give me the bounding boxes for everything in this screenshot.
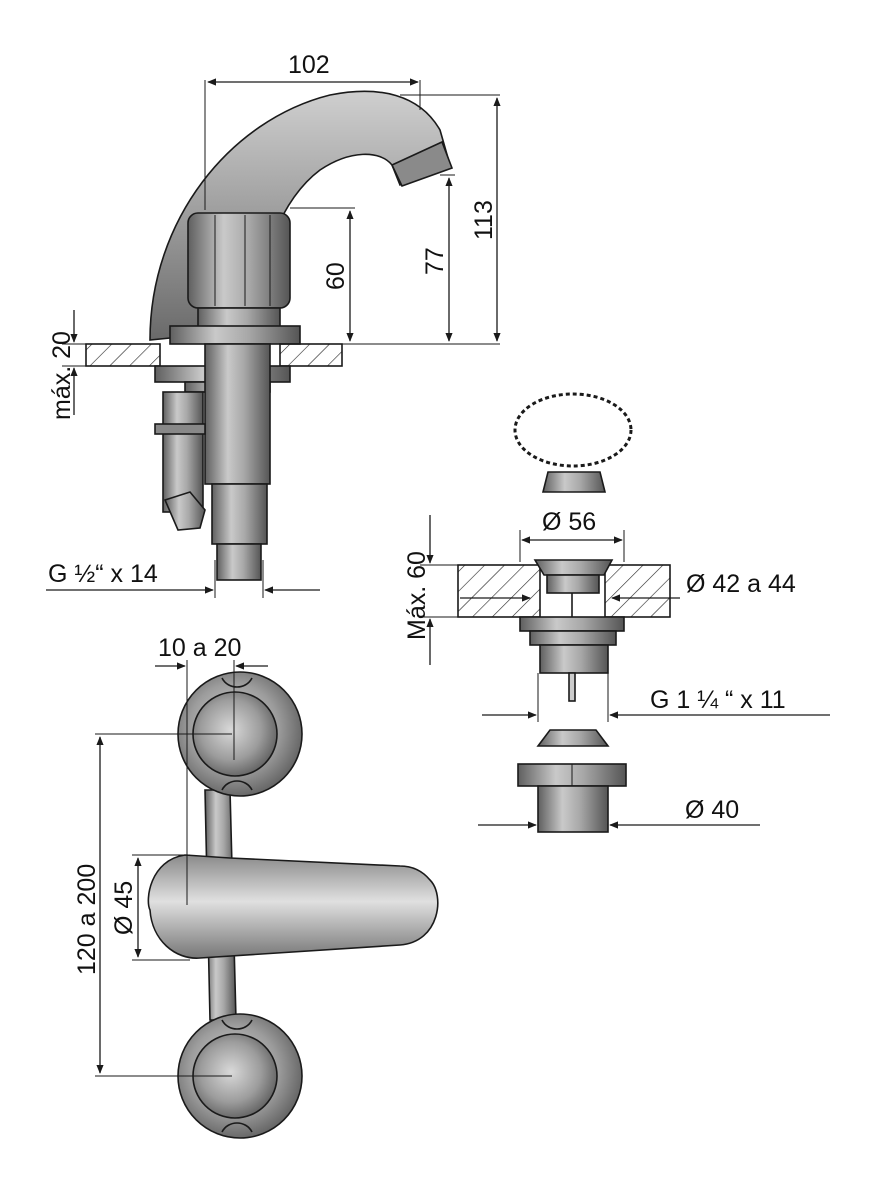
label-thread-1-1-4: G 1 ¼ “ x 11	[650, 686, 786, 714]
drain-washer	[529, 630, 617, 646]
drain-dimensions: Ø 56 Máx. 60 Ø 42 a 44 G 1 ¼ “ x 11 Ø 40	[403, 508, 830, 829]
top-view-dimensions: 10 a 20 120 a 200 Ø 45	[73, 634, 268, 1077]
shank-lower	[211, 483, 268, 545]
lever-handle	[147, 854, 439, 959]
countertop-right	[279, 343, 343, 367]
shank	[204, 343, 271, 485]
label-thread-half: G ½“ x 14	[48, 560, 158, 588]
drain-assembly	[457, 392, 671, 833]
conical-washer	[536, 729, 610, 747]
drain-flange	[533, 559, 614, 576]
drain-nut	[519, 616, 625, 632]
side-clamp	[154, 423, 206, 435]
drain-thread	[539, 644, 609, 674]
faucet-side-view	[85, 90, 454, 581]
label-10-a-20: 10 a 20	[158, 634, 241, 662]
base-flange	[169, 325, 301, 345]
label-77: 77	[421, 247, 449, 275]
basin-section-left	[457, 564, 541, 618]
label-120-a-200: 120 a 200	[73, 864, 101, 975]
label-max-60: Máx. 60	[403, 551, 431, 640]
drain-rod	[568, 672, 576, 702]
side-view-dimensions: 102 113 77 60 máx. 20 G ½“ x 14	[46, 51, 501, 598]
faucet-top-view	[147, 671, 439, 1139]
label-60: 60	[322, 262, 350, 290]
elbow-fitting	[163, 491, 206, 531]
side-pipe	[162, 391, 204, 513]
drain-cup	[546, 574, 600, 594]
label-max-20: máx. 20	[48, 331, 76, 420]
label-dia-42-a-44: Ø 42 a 44	[686, 570, 796, 598]
label-dia-56: Ø 56	[542, 508, 596, 536]
spout-aerator	[390, 140, 454, 187]
label-102: 102	[288, 51, 330, 79]
drain-plug	[541, 471, 607, 493]
label-dia-40: Ø 40	[685, 796, 739, 824]
faucet-body	[187, 212, 291, 309]
basin-section-right	[604, 564, 671, 618]
thread-end	[216, 543, 262, 581]
body-collar	[197, 307, 281, 329]
plug-chain	[513, 392, 633, 468]
label-dia-45: Ø 45	[110, 881, 138, 935]
countertop-left	[85, 343, 161, 367]
tail-piece	[537, 785, 609, 833]
label-113: 113	[470, 200, 498, 240]
